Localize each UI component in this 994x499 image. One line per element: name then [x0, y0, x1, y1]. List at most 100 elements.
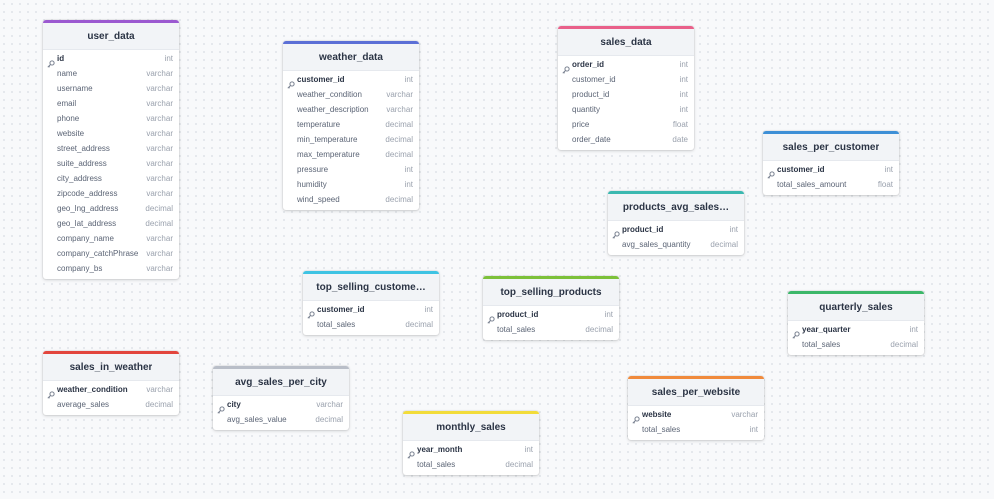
column-type: int	[404, 75, 413, 84]
table-header[interactable]: sales_in_weather	[43, 351, 179, 381]
table-title: avg_sales_per_city	[235, 376, 327, 388]
column-type: varchar	[146, 69, 173, 78]
column-type: varchar	[731, 410, 758, 419]
table-title: products_avg_sales…	[622, 201, 730, 213]
table-header[interactable]: monthly_sales	[403, 411, 539, 441]
column-type: decimal	[315, 415, 343, 424]
table-header[interactable]: products_avg_sales…	[608, 191, 744, 221]
table-header[interactable]: avg_sales_per_city	[213, 366, 349, 396]
table-header[interactable]: sales_per_website	[628, 376, 764, 406]
column-name: suite_address	[57, 159, 107, 168]
column-type: float	[672, 120, 688, 129]
table-title: top_selling_products	[500, 286, 602, 298]
column-name: order_date	[572, 135, 611, 144]
column-type: int	[729, 225, 738, 234]
table-header[interactable]: top_selling_products	[483, 276, 619, 306]
column-row[interactable]: name varchar	[43, 66, 179, 81]
table-header[interactable]: weather_data	[283, 41, 419, 71]
column-name: wind_speed	[297, 195, 340, 204]
table-title: quarterly_sales	[819, 301, 893, 313]
column-type: decimal	[585, 325, 613, 334]
column-type: int	[909, 325, 918, 334]
table-title: top_selling_custome…	[316, 281, 426, 293]
key-icon	[767, 166, 775, 179]
column-name: total_sales	[497, 325, 536, 334]
column-name: name	[57, 69, 78, 78]
column-row[interactable]: wind_speed decimal	[283, 192, 419, 207]
key-icon	[562, 61, 570, 74]
table-header[interactable]: quarterly_sales	[788, 291, 924, 321]
table-header[interactable]: sales_per_customer	[763, 131, 899, 161]
table-header[interactable]: top_selling_custome…	[303, 271, 439, 301]
column-type: varchar	[146, 144, 173, 153]
column-name: customer_id	[777, 165, 825, 174]
column-type: int	[679, 90, 688, 99]
table-header[interactable]: sales_data	[558, 26, 694, 56]
column-row[interactable]: total_sales decimal	[483, 322, 619, 337]
column-name: zipcode_address	[57, 189, 118, 198]
column-type: decimal	[385, 195, 413, 204]
key-icon	[47, 386, 55, 399]
table-header[interactable]: user_data	[43, 20, 179, 50]
